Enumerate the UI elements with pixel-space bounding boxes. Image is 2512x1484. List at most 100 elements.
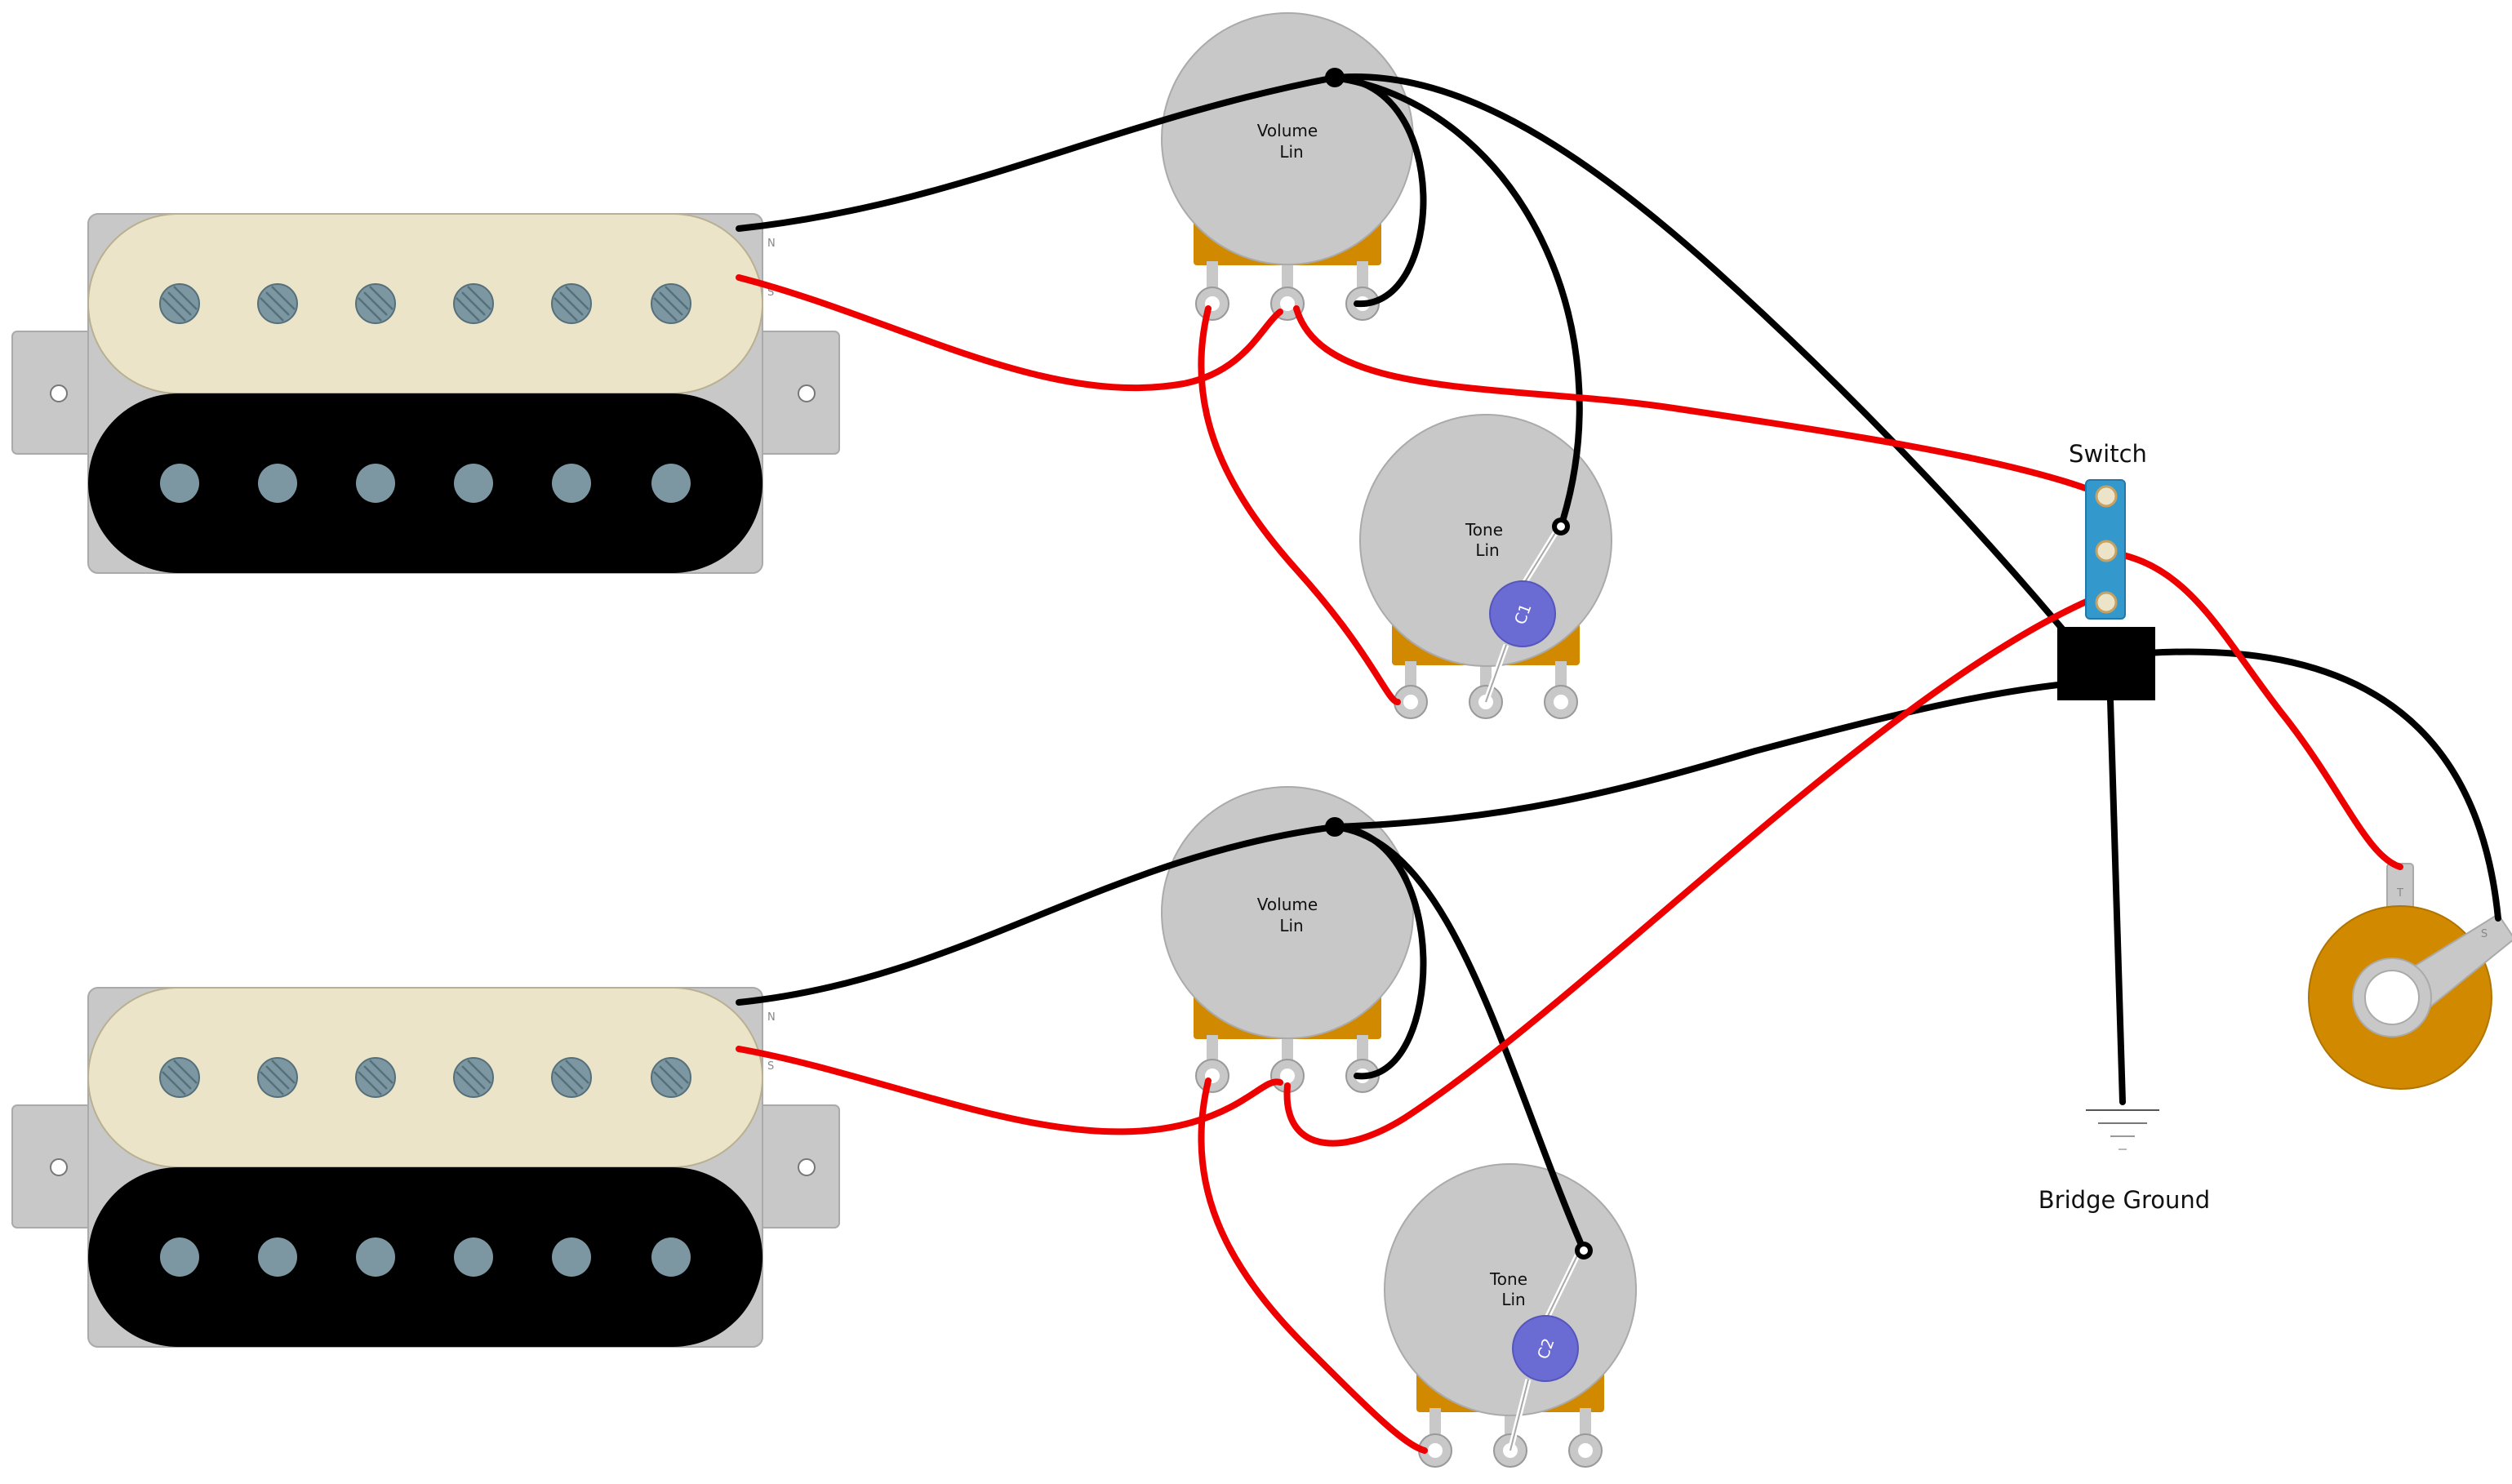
output-jack: T S: [2308, 863, 2512, 1090]
plain-pole-pieces: [160, 1237, 691, 1277]
capacitor-body: [1512, 1315, 1579, 1382]
pole-slot: [167, 291, 192, 316]
pole-piece: [356, 1237, 395, 1277]
pole-piece: [454, 464, 493, 503]
pole-slot: [456, 1071, 480, 1095]
pot-lug-stem: [1357, 1035, 1368, 1061]
pot-lug-stem: [1357, 261, 1368, 287]
pickup-north-label: N: [767, 238, 776, 250]
capacitor-lead: [1509, 1379, 1529, 1451]
pot-label-line2: Lin: [1279, 916, 1303, 935]
pole-slot: [358, 1071, 382, 1095]
hot-wire: [2091, 548, 2403, 870]
solder-joint: [1325, 68, 1345, 87]
solder-joint: [1325, 817, 1345, 837]
pole-slot: [653, 297, 678, 322]
pot-lug-stem: [1282, 1035, 1293, 1061]
pole-slot: [554, 297, 578, 322]
lug-hole: [1428, 1443, 1443, 1458]
solder-joint-center: [1557, 522, 1565, 531]
pole-slot: [363, 291, 388, 316]
pole-slot: [173, 1060, 198, 1084]
capacitor-body: [1489, 580, 1556, 647]
plain-pole-pieces: [160, 464, 691, 503]
switch-lug: [2095, 485, 2118, 508]
pot-label-line1: Tone: [1465, 520, 1503, 540]
mounting-screw-hole: [50, 1158, 68, 1176]
pole-slot: [260, 297, 284, 322]
lug-hole: [1280, 296, 1295, 311]
jack-tip-label: T: [2396, 887, 2403, 900]
capacitor-c1: C1: [1483, 525, 1562, 704]
neck-pickup: N S: [11, 213, 840, 574]
pole-slot: [461, 1065, 486, 1090]
tone-pot-2: Tone Lin: [1384, 1163, 1637, 1468]
hot-wire: [1198, 305, 1401, 705]
pole-slot: [565, 1060, 589, 1084]
switch-label: Switch: [2069, 440, 2147, 468]
hot-wire: [1283, 597, 2093, 1147]
lug-hole: [1578, 1443, 1593, 1458]
slotted-pole-pieces: [159, 1057, 691, 1098]
pickup-mounting-ear-right: [750, 1104, 840, 1229]
pot-label-line2: Lin: [1475, 540, 1499, 560]
jack-sleeve-label: S: [2481, 928, 2488, 940]
pole-slot: [363, 1065, 388, 1090]
pole-slot: [559, 291, 584, 316]
pole-slot: [358, 297, 382, 322]
pot-label-line2: Lin: [1501, 1290, 1525, 1309]
pickup-south-label: S: [767, 287, 774, 299]
ground-wire: [2107, 697, 2126, 1105]
slotted-pole-pieces: [159, 283, 691, 324]
bridge-pickup: N S: [11, 987, 840, 1348]
pole-piece: [258, 1237, 297, 1277]
pole-slot: [467, 286, 491, 310]
pickup-coil-south: [88, 1167, 762, 1347]
pole-piece: [651, 464, 691, 503]
pole-slot: [265, 291, 290, 316]
ground-wire: [1332, 74, 1427, 308]
pickup-south-label: S: [767, 1060, 774, 1073]
pole-slot: [271, 1060, 296, 1084]
pot-lug-stem: [1282, 261, 1293, 287]
pole-slot: [653, 1071, 678, 1095]
pole-slot: [173, 286, 198, 310]
pole-slot: [162, 297, 186, 322]
ground-wire: [1332, 824, 1587, 1254]
pot-lug-stem: [1555, 661, 1567, 687]
ground-wires: [736, 73, 2501, 1254]
hot-wire: [1198, 1077, 1428, 1454]
hot-wire: [1293, 305, 2093, 493]
pole-slot: [559, 1065, 584, 1090]
pole-piece: [552, 464, 591, 503]
pot-label-line1: Volume: [1257, 895, 1318, 914]
ground-wire: [1332, 74, 1583, 530]
lug-hole: [1280, 1069, 1295, 1083]
solder-joint-center: [1580, 1246, 1588, 1255]
pot-lug-stem: [1207, 1035, 1218, 1061]
pickup-coil-south: [88, 393, 762, 573]
pickup-north-label: N: [767, 1011, 776, 1024]
pole-slot: [167, 1065, 192, 1090]
switch-lug: [2095, 591, 2118, 614]
pole-slot: [265, 1065, 290, 1090]
pot-lug-stem: [1580, 1408, 1591, 1434]
pole-slot: [456, 297, 480, 322]
pot-lug-stem: [1405, 661, 1416, 687]
lug-hole: [1403, 695, 1418, 709]
pole-slot: [369, 1060, 393, 1084]
pot-label-line1: Volume: [1257, 121, 1318, 140]
pot-lug-stem: [1480, 661, 1492, 687]
lug-hole: [1554, 695, 1568, 709]
ground-wire: [736, 824, 1338, 1006]
pole-slot: [461, 291, 486, 316]
ground-wire: [1332, 681, 2069, 830]
pole-slot: [369, 286, 393, 310]
bridge-ground-label: Bridge Ground: [2038, 1186, 2210, 1214]
pot-label-line1: Tone: [1489, 1269, 1527, 1289]
pole-slot: [271, 286, 296, 310]
pole-slot: [467, 1060, 491, 1084]
pole-piece: [160, 464, 199, 503]
pot-label-line2: Lin: [1279, 142, 1303, 162]
